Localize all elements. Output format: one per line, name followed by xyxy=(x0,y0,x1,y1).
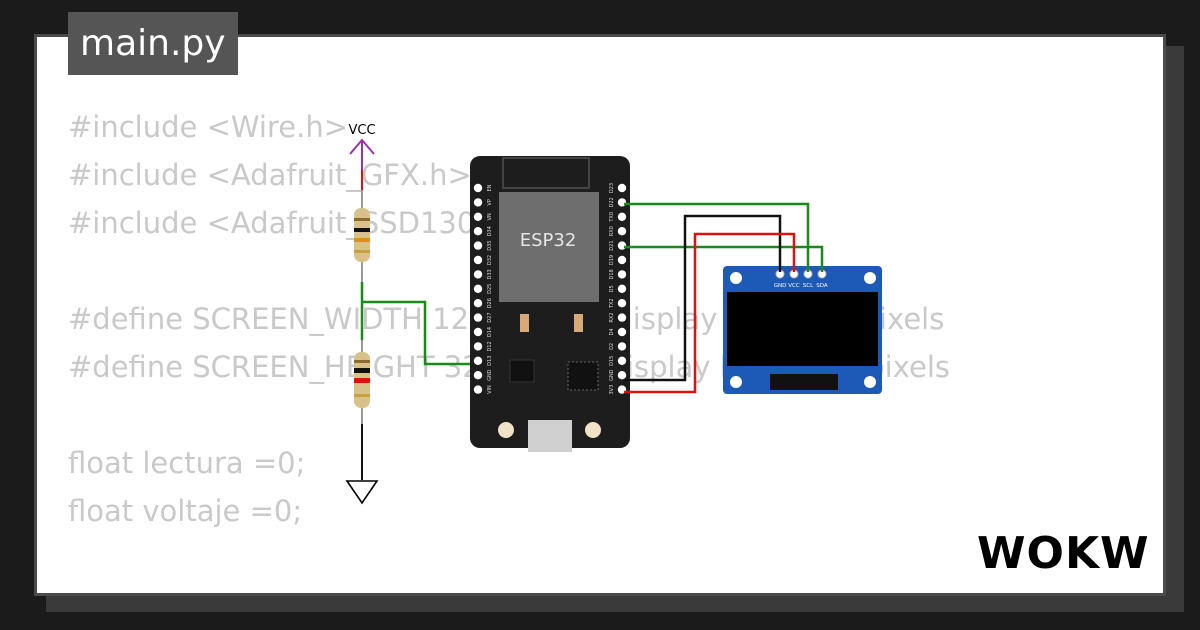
code-line: // Declaration for an SSD1306 display co… xyxy=(68,583,1103,593)
esp32-pin-right xyxy=(617,241,627,250)
esp32-pin-left xyxy=(473,385,483,394)
i2c-wires xyxy=(624,202,824,394)
esp32-pin-label: D22 xyxy=(609,197,615,207)
esp32-label: ESP32 xyxy=(520,230,577,251)
resistor-top xyxy=(354,190,370,282)
vcc-label: VCC xyxy=(348,123,375,138)
esp32-pin-label: D33 xyxy=(487,269,493,279)
esp32-pin-right xyxy=(617,327,627,337)
esp32-pin-right xyxy=(617,356,627,365)
esp32-pin-right xyxy=(617,198,627,207)
esp32-board: ESP32 ENVPVND34D35D32D33D25D26D27D14D12D… xyxy=(470,156,630,452)
esp32-pin-label: D14 xyxy=(487,327,493,337)
esp32-pin-label: VN xyxy=(487,213,493,220)
esp32-pin-right xyxy=(617,227,627,236)
esp32-pin-left xyxy=(473,299,483,308)
esp32-pin-right xyxy=(617,270,627,279)
esp32-pin-label: D4 xyxy=(609,328,615,335)
esp32-pin-label: TX2 xyxy=(609,298,615,309)
esp32-pin-right xyxy=(617,212,627,221)
esp32-pin-label: D21 xyxy=(609,240,615,250)
oled-pin-label: SDA xyxy=(816,283,828,289)
esp32-pin-left xyxy=(473,342,483,351)
oled-pin-label: VCC xyxy=(788,283,800,289)
esp32-pin-label: RX0 xyxy=(609,226,615,236)
code-line: float voltaje =0; xyxy=(68,494,303,528)
esp32-pin-right xyxy=(617,313,627,322)
oled-pin-label: GND xyxy=(774,283,787,289)
esp32-pin-label: D27 xyxy=(487,312,493,322)
wire-scl xyxy=(624,202,810,272)
esp32-pin-right xyxy=(617,183,627,193)
wire-vcc xyxy=(624,232,796,394)
vcc-symbol: VCC xyxy=(348,123,376,190)
esp32-pin-label: D25 xyxy=(487,284,493,294)
esp32-pin-label: GND xyxy=(609,369,615,381)
esp32-pin-label: D2 xyxy=(609,343,615,350)
esp32-pin-left xyxy=(473,313,483,322)
code-line: #include <Wire.h> xyxy=(68,110,349,144)
esp32-pin-left xyxy=(473,183,483,193)
code-line: #include <Adafruit_GFX.h> xyxy=(68,158,472,192)
esp32-pin-label: EN xyxy=(487,184,493,191)
wokwi-logo-text: WOKWI xyxy=(977,528,1150,579)
file-tab[interactable]: main.py xyxy=(68,12,238,75)
esp32-pin-label: TX0 xyxy=(609,212,615,223)
esp32-pin-left xyxy=(473,241,483,250)
esp32-pin-label: D5 xyxy=(609,285,615,292)
esp32-pin-left xyxy=(473,227,483,236)
esp32-pin-label: D35 xyxy=(487,240,493,250)
esp32-pin-label: D12 xyxy=(487,341,493,351)
esp32-pin-label: VP xyxy=(487,199,493,205)
code-line: float lectura =0; xyxy=(68,446,306,480)
esp32-pin-label: D34 xyxy=(487,226,493,236)
esp32-pin-label: GND xyxy=(487,369,493,381)
esp32-pin-left xyxy=(473,212,483,221)
wire-sda xyxy=(624,245,824,272)
esp32-pin-right xyxy=(617,299,627,308)
esp32-pin-left xyxy=(473,327,483,337)
wokwi-logo: WOKWI xyxy=(977,528,1150,579)
esp32-pin-left xyxy=(473,284,483,293)
ground-symbol xyxy=(345,480,379,505)
resistor-bottom xyxy=(354,340,370,480)
esp32-pin-label: D19 xyxy=(609,255,615,265)
esp32-pin-label: RX2 xyxy=(609,313,615,323)
esp32-pin-right xyxy=(617,284,627,293)
esp32-pin-left xyxy=(473,255,483,265)
esp32-pin-left xyxy=(473,270,483,279)
esp32-pin-label: D23 xyxy=(609,183,615,193)
esp32-pin-label: 3V3 xyxy=(609,385,615,395)
esp32-pin-label: D13 xyxy=(487,356,493,366)
esp32-pin-left xyxy=(473,371,483,380)
esp32-pin-right xyxy=(617,342,627,351)
oled-pin-label: SCL xyxy=(803,283,814,289)
esp32-pin-label: VIN xyxy=(487,385,493,394)
esp32-pin-right xyxy=(617,255,627,265)
esp32-pin-label: D26 xyxy=(487,298,493,308)
esp32-pin-label: D18 xyxy=(609,269,615,279)
esp32-pin-left xyxy=(473,198,483,207)
esp32-pin-label: D15 xyxy=(609,356,615,366)
wire-divider-to-esp32 xyxy=(360,282,472,366)
esp32-pin-left xyxy=(473,356,483,365)
esp32-pin-right xyxy=(617,371,627,380)
esp32-pin-label: D32 xyxy=(487,255,493,265)
